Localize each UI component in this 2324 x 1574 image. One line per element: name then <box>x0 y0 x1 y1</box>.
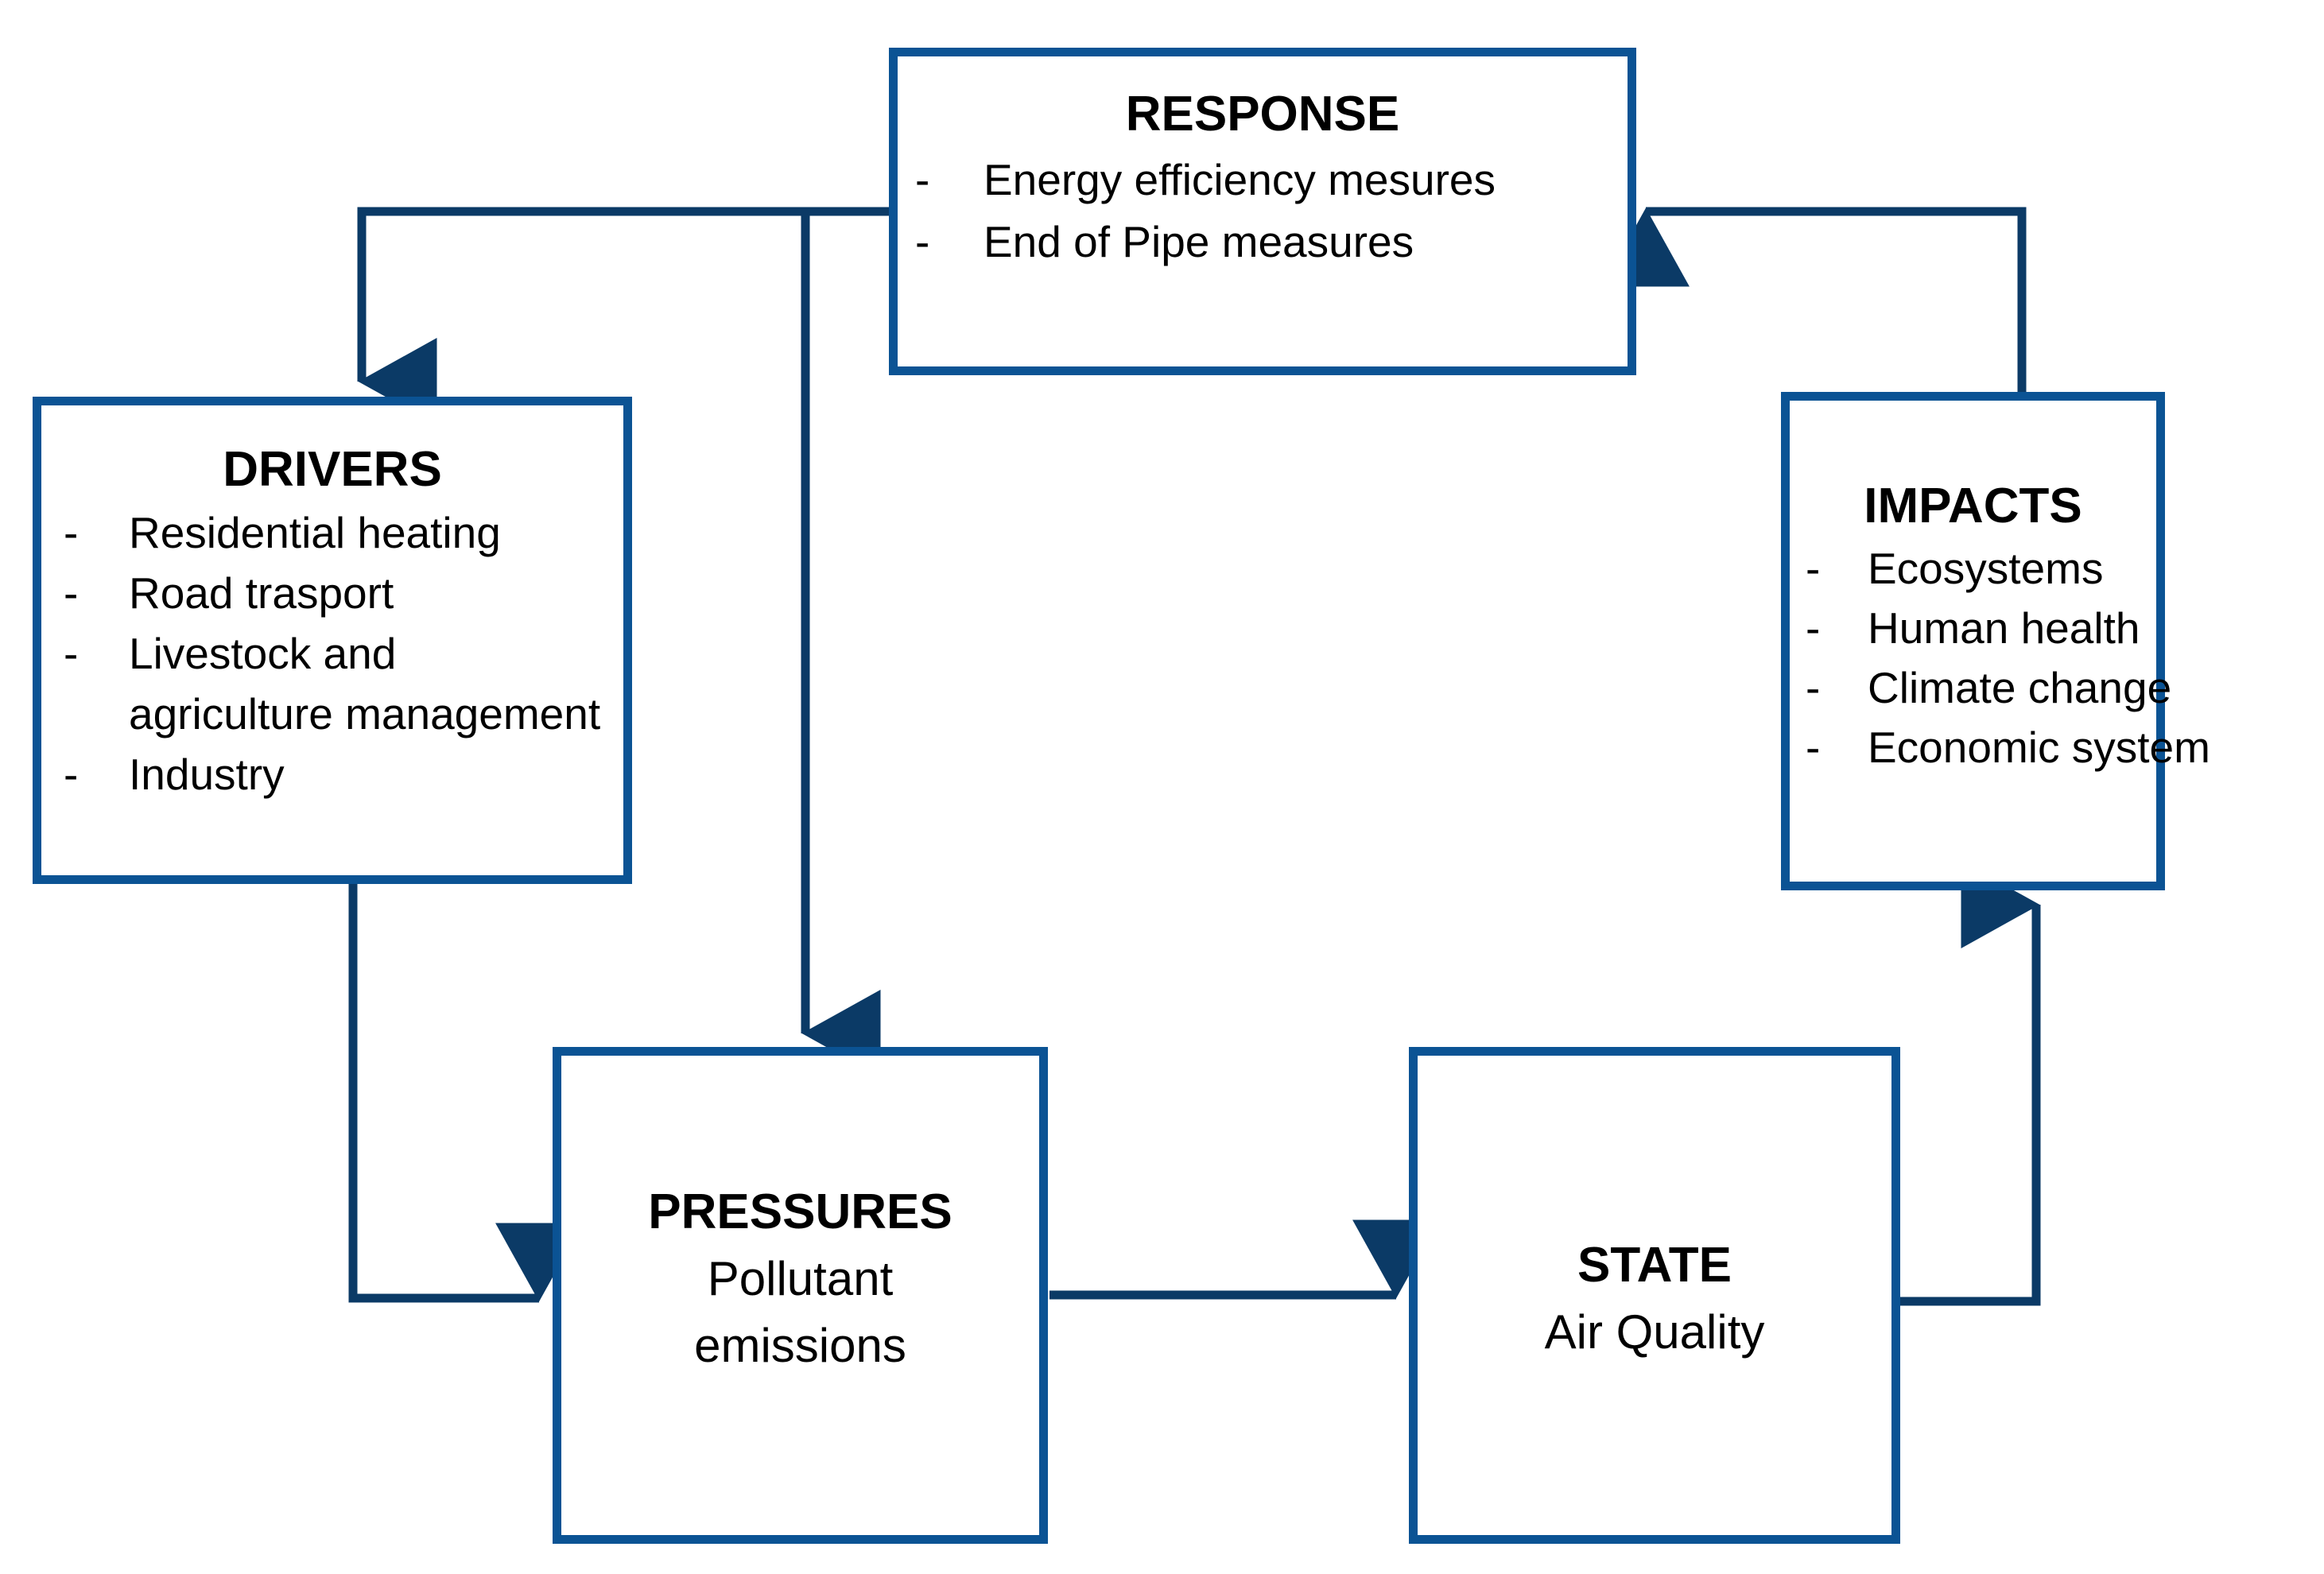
bullet-dash: - <box>1806 723 1821 772</box>
bullet-dash: - <box>64 508 79 557</box>
list-item: - Road trasport <box>52 563 623 623</box>
list-item-label: Industry <box>129 750 285 799</box>
bullet-dash: - <box>64 568 79 618</box>
node-pressures-content: PRESSURES Pollutant emissions <box>561 1179 1039 1379</box>
node-drivers-list: - Residential heating - Road trasport - … <box>41 502 623 804</box>
node-pressures[interactable]: PRESSURES Pollutant emissions <box>553 1047 1048 1544</box>
list-item-label: Road trasport <box>129 568 394 618</box>
node-response[interactable]: RESPONSE - Energy efficiency mesures - E… <box>889 48 1636 375</box>
list-item: - End of Pipe measures <box>906 211 1628 273</box>
node-pressures-subtitle-line1: Pollutant <box>707 1252 894 1305</box>
list-item-label: Climate change <box>1868 663 2172 712</box>
list-item: - Industry <box>52 744 623 804</box>
list-item: - Livestock and agriculture management <box>52 623 623 744</box>
node-impacts-list: - Ecosystems - Human health - Climate ch… <box>1790 539 2210 777</box>
node-impacts-title: IMPACTS <box>1864 479 2082 533</box>
node-pressures-subtitle-line2: emissions <box>694 1319 906 1372</box>
list-item-label: Livestock and agriculture management <box>129 629 601 739</box>
node-response-list: - Energy efficiency mesures - End of Pip… <box>898 149 1628 273</box>
bullet-dash: - <box>64 750 79 799</box>
connector-response-to-drivers <box>357 207 894 425</box>
bullet-dash: - <box>1806 663 1821 712</box>
list-item: - Ecosystems <box>1798 539 2156 599</box>
list-item-label: End of Pipe measures <box>984 217 1414 266</box>
list-item-label: Residential heating <box>129 508 501 557</box>
node-drivers-title: DRIVERS <box>223 442 442 497</box>
list-item: - Energy efficiency mesures <box>906 149 1628 211</box>
list-item-label: Economic system <box>1868 723 2210 772</box>
node-pressures-title: PRESSURES <box>648 1184 952 1239</box>
node-impacts[interactable]: IMPACTS - Ecosystems - Human health - Cl… <box>1781 392 2210 890</box>
connector-impacts-to-response <box>1602 207 2027 392</box>
node-state[interactable]: STATE Air Quality <box>1409 1047 1900 1544</box>
bullet-dash: - <box>915 155 930 204</box>
list-item-label: Ecosystems <box>1868 544 2104 593</box>
list-item: - Residential heating <box>52 502 623 563</box>
node-drivers[interactable]: DRIVERS - Residential heating - Road tra… <box>33 397 632 884</box>
node-state-content: STATE Air Quality <box>1418 1232 1891 1366</box>
bullet-dash: - <box>64 629 79 678</box>
connector-drivers-to-pressures <box>348 884 583 1303</box>
list-item-label: Human health <box>1868 603 2140 653</box>
list-item-label: Energy efficiency mesures <box>984 155 1496 204</box>
node-state-subtitle-line1: Air Quality <box>1544 1305 1765 1359</box>
connector-state-to-impacts <box>1897 861 2041 1306</box>
list-item: - Economic system <box>1798 718 2210 777</box>
list-item: - Human health <box>1798 599 2156 658</box>
bullet-dash: - <box>1806 603 1821 653</box>
node-state-title: STATE <box>1577 1238 1732 1293</box>
bullet-dash: - <box>915 217 930 266</box>
list-item: - Climate change <box>1798 658 2171 718</box>
node-response-title: RESPONSE <box>1125 87 1400 142</box>
bullet-dash: - <box>1806 544 1821 593</box>
